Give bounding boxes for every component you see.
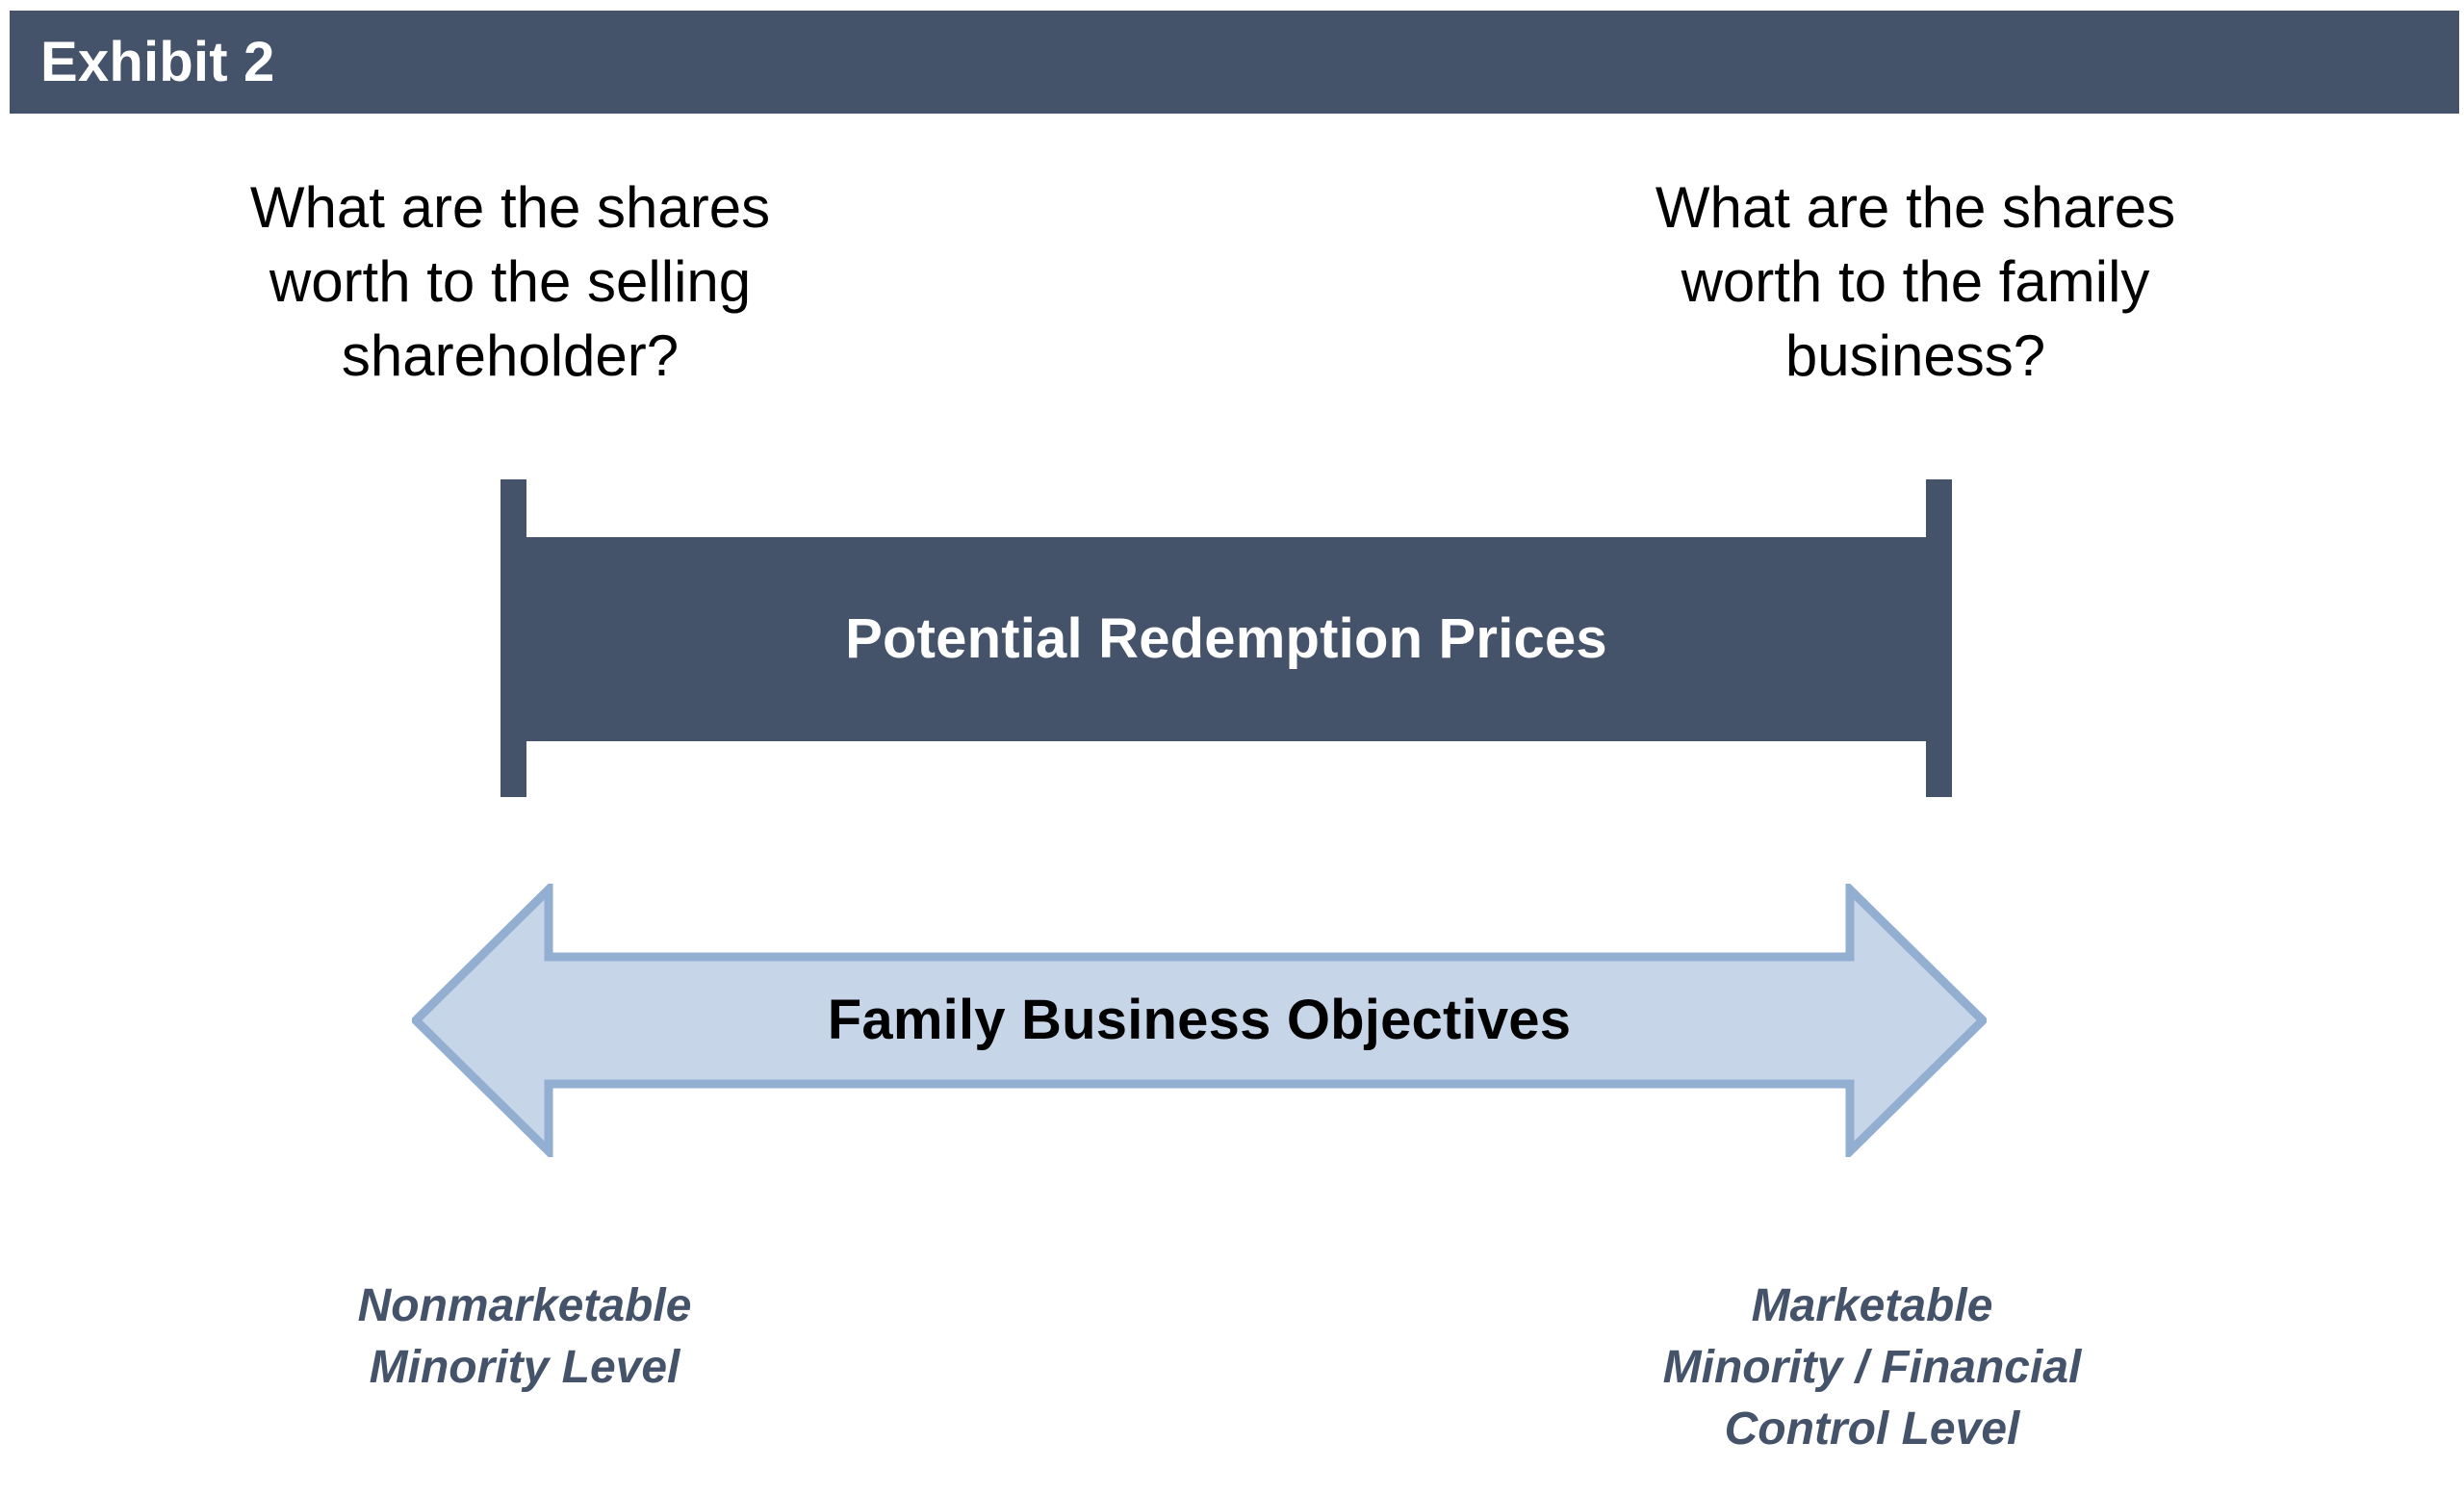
question-left-line-2: worth to the selling [269, 248, 752, 314]
exhibit-title: Exhibit 2 [40, 30, 275, 93]
question-left-line-1: What are the shares [249, 175, 771, 240]
family-business-objectives-label: Family Business Objectives [827, 989, 1572, 1051]
question-right-line-1: What are the shares [1655, 175, 2176, 240]
question-right-line-2: worth to the family [1681, 248, 2150, 314]
exhibit-header-bar: Exhibit 2 [10, 11, 2459, 114]
redemption-price-range-ibeam: Potential Redemption Prices [500, 479, 1952, 797]
question-right-family-business: What are the shares worth to the family … [1550, 171, 2281, 393]
value-level-left-line-1: Nonmarketable [357, 1280, 692, 1331]
redemption-price-label: Potential Redemption Prices [845, 607, 1607, 670]
objectives-label-wrap: Family Business Objectives [412, 884, 1987, 1157]
value-level-right-line-1: Marketable [1751, 1280, 1993, 1331]
family-business-objectives-arrow: Family Business Objectives [412, 884, 1987, 1157]
value-level-left: Nonmarketable Minority Level [207, 1275, 842, 1399]
ibeam-center-bar: Potential Redemption Prices [500, 537, 1952, 741]
question-right-line-3: business? [1784, 322, 2046, 388]
value-level-left-line-2: Minority Level [369, 1341, 680, 1393]
value-level-right-line-2: Minority / Financial [1662, 1341, 2082, 1393]
double-arrow-icon [412, 884, 1987, 1157]
question-left-line-3: shareholder? [341, 322, 680, 388]
value-level-right-line-3: Control Level [1724, 1403, 2020, 1455]
question-left-shareholder: What are the shares worth to the selling… [144, 171, 876, 393]
value-level-right: Marketable Minority / Financial Control … [1554, 1275, 2190, 1459]
